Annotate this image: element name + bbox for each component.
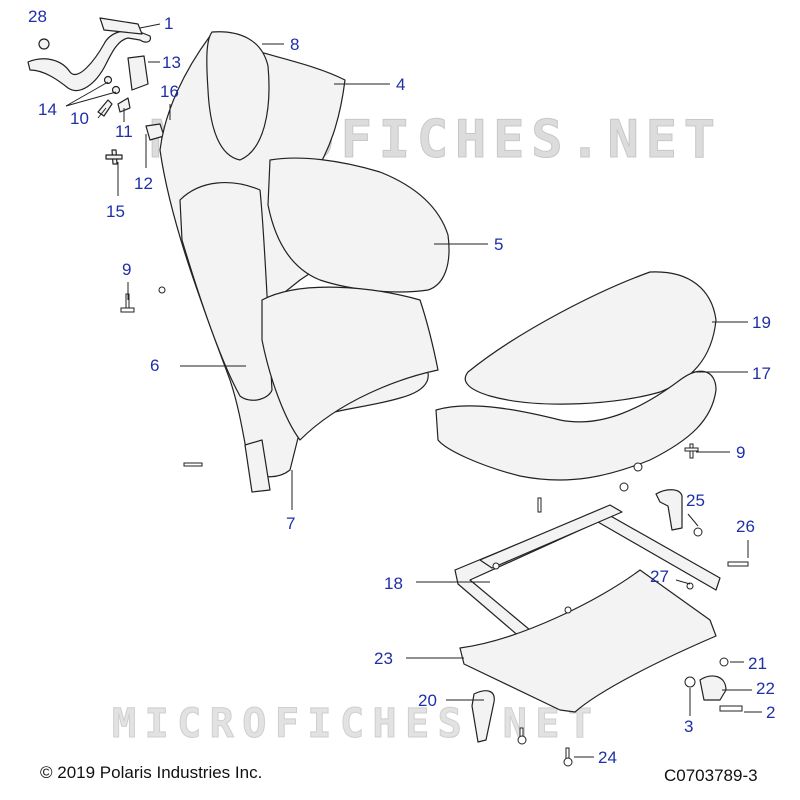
callout-22: 22: [756, 679, 775, 698]
side-bolster-6: [179, 181, 273, 401]
nut-14a: [103, 75, 113, 85]
callout-9-right: 9: [736, 443, 746, 462]
bracket-20: [471, 690, 495, 743]
callout-24: 24: [598, 748, 617, 767]
callout-6: 6: [150, 356, 160, 375]
headrest-bracket: [99, 17, 143, 35]
drawing-code: C0703789-3: [664, 766, 758, 785]
callout-16: 16: [160, 82, 179, 101]
callout-20: 20: [418, 691, 437, 710]
callout-19: 19: [752, 313, 771, 332]
callout-15: 15: [106, 202, 125, 221]
pin-11: [117, 97, 131, 113]
copyright-text: © 2019 Polaris Industries Inc.: [40, 763, 263, 782]
bolt-15-head: [105, 154, 123, 160]
callout-8: 8: [290, 35, 300, 54]
bracket-22: [699, 675, 727, 701]
callout-3: 3: [684, 717, 694, 736]
callout-12: 12: [134, 174, 153, 193]
nut-14b: [111, 85, 121, 95]
callout-4: 4: [396, 75, 406, 94]
callout-17: 17: [752, 364, 771, 383]
watermark-bottom: MICROFICHES.NET: [112, 701, 592, 747]
callout-28: 28: [28, 7, 47, 26]
back-cushion-5: [267, 157, 450, 293]
callout-11: 11: [115, 122, 133, 141]
clip-28: [38, 38, 50, 50]
callout-10: 10: [70, 109, 89, 128]
headrest-bar: [27, 29, 151, 92]
latch-13: [127, 55, 149, 91]
slider-rail: [479, 504, 623, 569]
base-plate-23: [459, 569, 717, 713]
callout-1: 1: [164, 14, 174, 33]
callout-14: 14: [38, 100, 57, 119]
seat-pan-17: [435, 370, 717, 481]
callout-21: 21: [748, 654, 767, 673]
callout-7: 7: [286, 514, 296, 533]
callout-9-left: 9: [122, 260, 132, 279]
callout-5: 5: [494, 235, 504, 254]
callout-18: 18: [384, 574, 403, 593]
trim-7: [244, 439, 271, 493]
callout-2: 2: [766, 703, 776, 722]
callout-23: 23: [374, 649, 393, 668]
callout-25: 25: [686, 491, 705, 510]
callout-27: 27: [650, 567, 669, 586]
callout-13: 13: [162, 53, 181, 72]
callout-26: 26: [736, 517, 755, 536]
seat-cushion-19: [464, 271, 717, 405]
bracket-25: [655, 489, 683, 531]
clip-10: [97, 99, 113, 117]
headrest-8: [206, 31, 270, 161]
lower-cushion: [261, 286, 439, 441]
